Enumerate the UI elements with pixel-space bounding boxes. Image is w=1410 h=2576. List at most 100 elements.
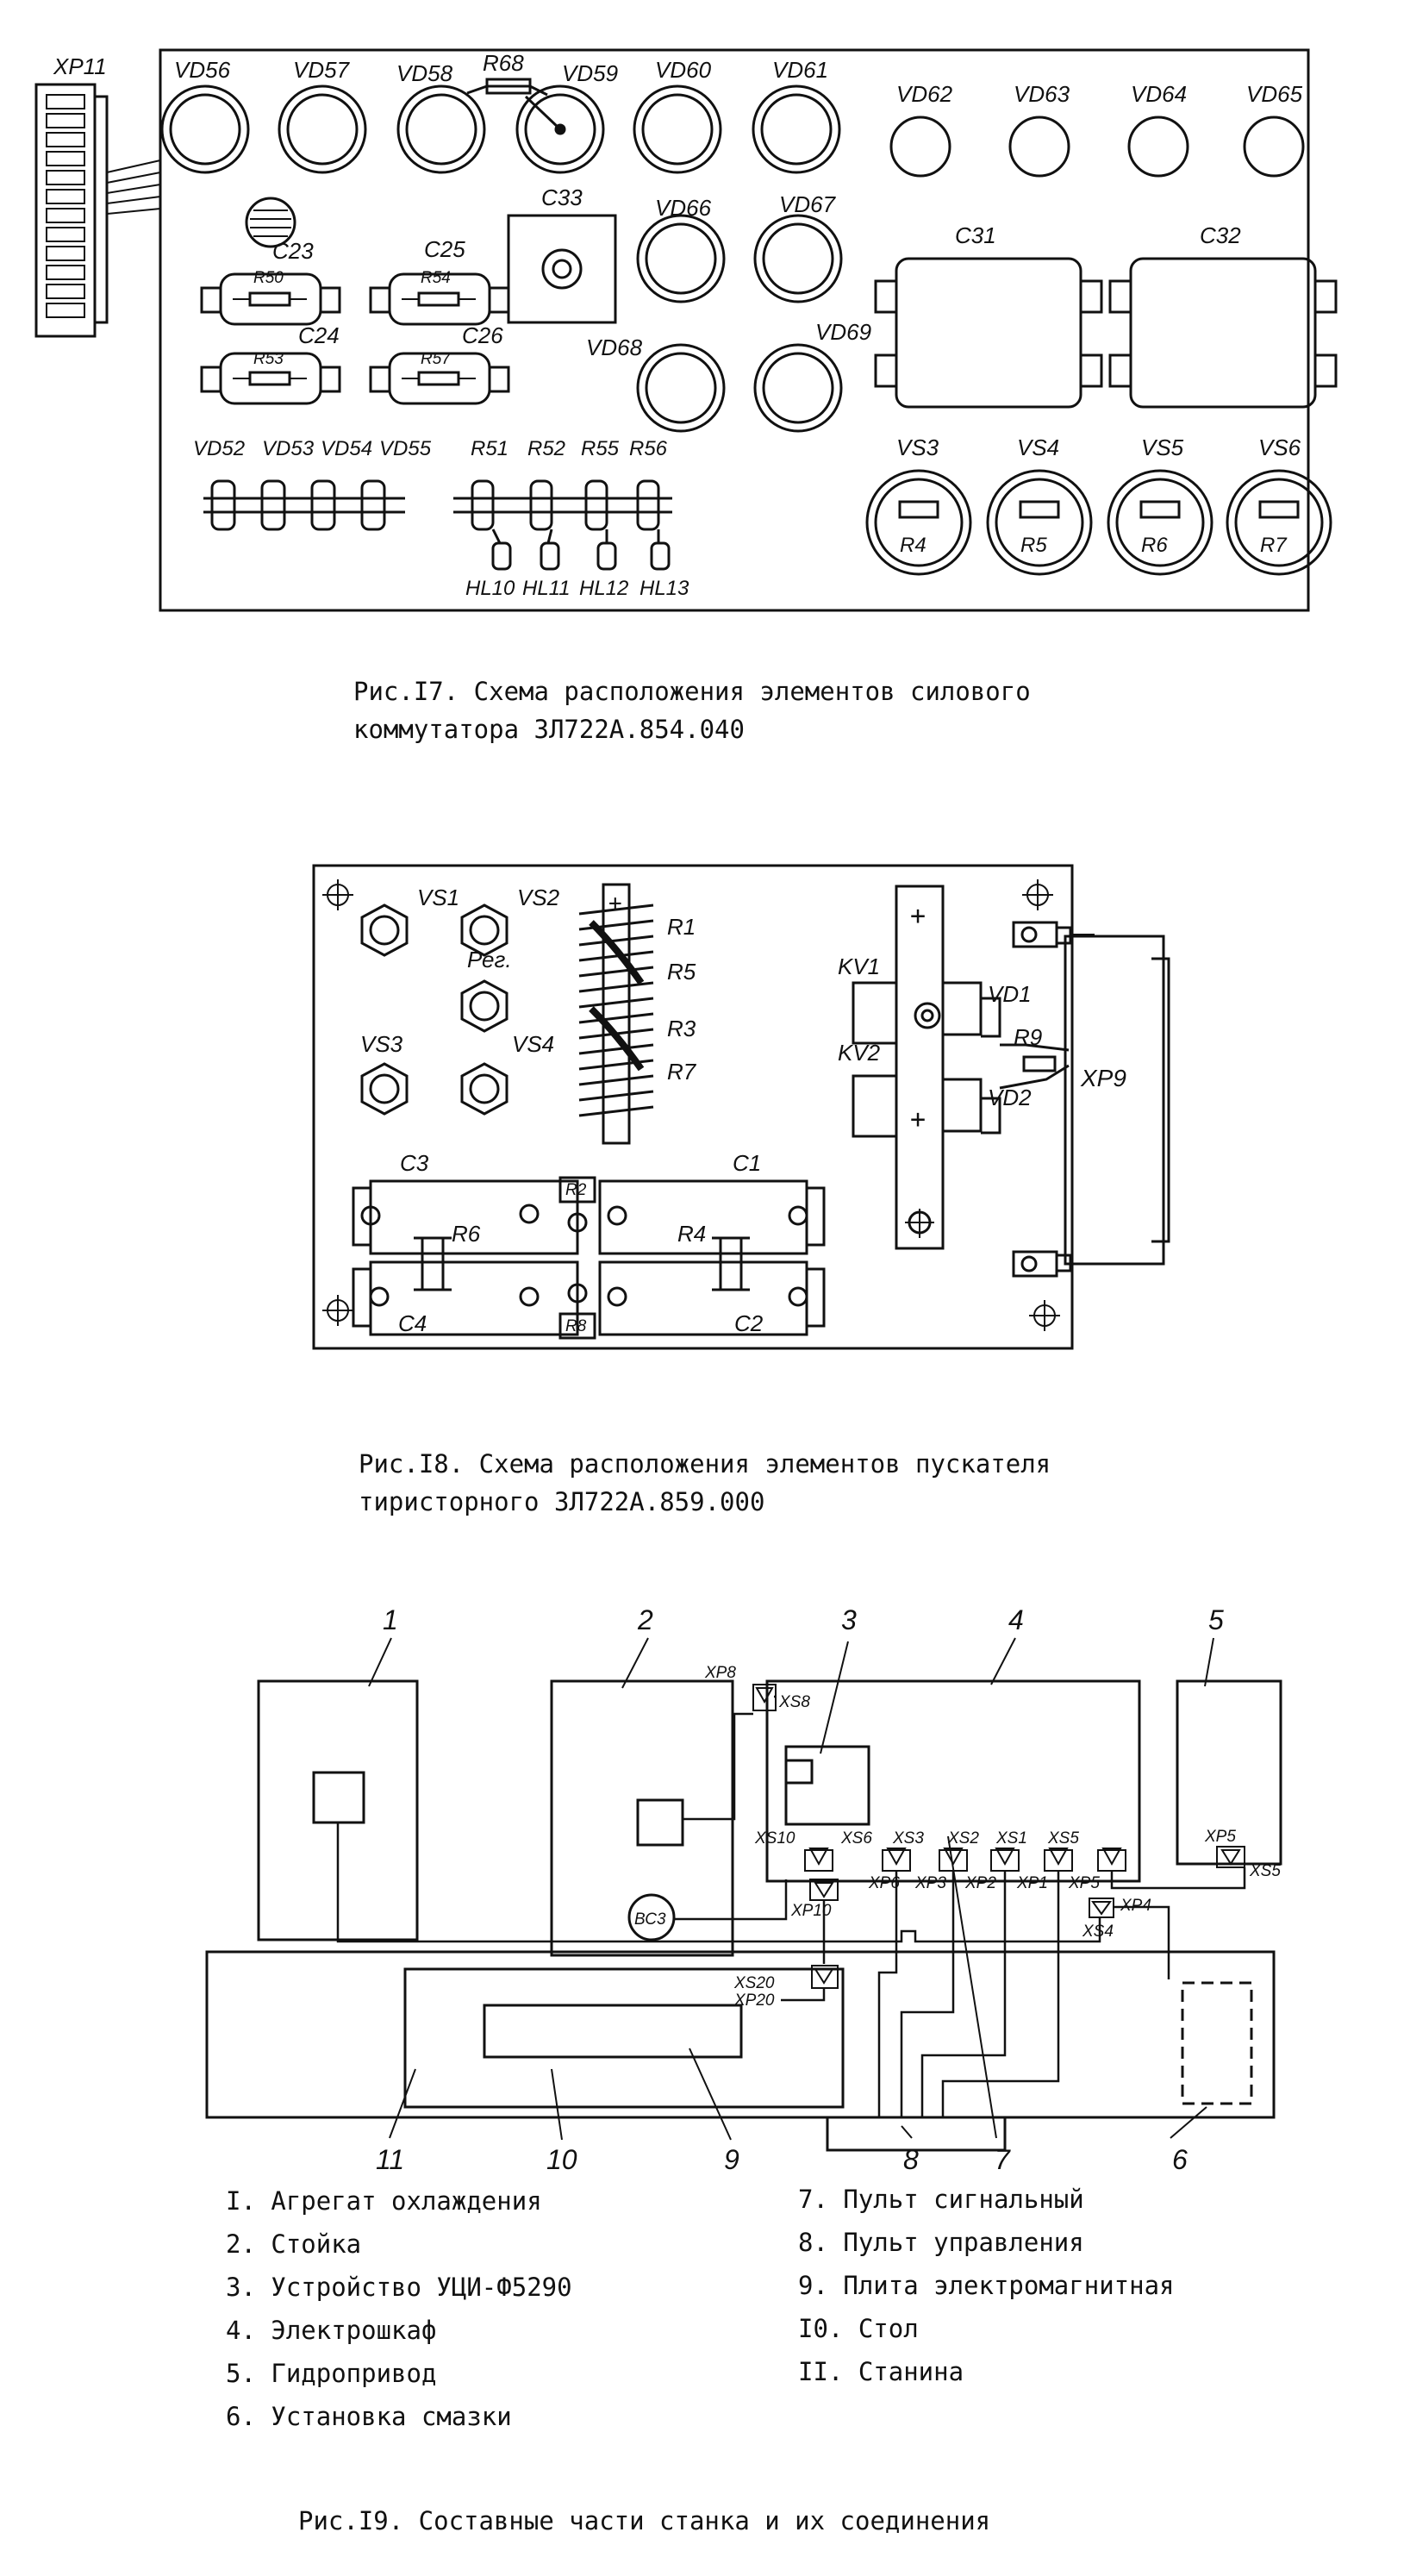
plus-relay-sign-2: + <box>910 1104 926 1135</box>
vs3b-label: VS3 <box>360 1031 403 1057</box>
hl13-label: HL13 <box>639 577 689 600</box>
fig19-caption: Рис.I9. Составные части станка и их соед… <box>298 2506 991 2535</box>
r68-component <box>466 78 548 97</box>
legend-item-5: 5. Гидропривод <box>226 2359 437 2388</box>
vd66-component <box>636 214 726 303</box>
bc3-sensor <box>627 1893 676 1941</box>
r4-label: R4 <box>900 534 926 557</box>
num-6: 6 <box>1172 2144 1188 2175</box>
vs1-component <box>360 903 409 957</box>
hl11-label: HL11 <box>522 577 571 600</box>
r56-label: R56 <box>629 437 668 460</box>
block-9-plate <box>483 2004 743 2059</box>
xp9-label: XP9 <box>1080 1065 1126 1091</box>
plus-relay-sign-1: + <box>910 901 926 931</box>
fig17-caption-line1: Рис.I7. Схема расположения элементов сил… <box>353 677 1031 706</box>
vd61-component <box>752 84 841 174</box>
block-5-hydraulic <box>1176 1679 1282 1866</box>
xs1-label: XS1 <box>995 1829 1027 1848</box>
xp5b-label: XP5 <box>1204 1828 1236 1846</box>
block-3-inner <box>784 1759 814 1785</box>
legend-item-8: 8. Пульт управления <box>798 2228 1084 2257</box>
vd60-component <box>633 84 722 174</box>
xp10-label: XP10 <box>790 1902 832 1920</box>
fig18-board <box>312 864 1074 1350</box>
vd55-label: VD55 <box>379 437 432 460</box>
block-11-bed <box>205 1950 1276 2119</box>
vd2b-label: VD2 <box>988 1085 1032 1110</box>
vd58-component <box>396 84 486 174</box>
num-2: 2 <box>637 1604 653 1635</box>
r8b-label: R8 <box>565 1317 587 1335</box>
fig17-board <box>159 48 1310 612</box>
vd59-component <box>515 84 605 174</box>
c3-block <box>352 1179 579 1255</box>
num-4: 4 <box>1008 1604 1024 1635</box>
c1-block <box>598 1179 826 1255</box>
c2b-label: C2 <box>734 1310 764 1336</box>
r6-label: R6 <box>1141 534 1168 557</box>
block-10-table <box>403 1967 845 2109</box>
legend-item-9: 9. Плита электромагнитная <box>798 2271 1175 2300</box>
c31-label: C31 <box>955 222 996 248</box>
fig17-diagram: XP11 R68 VD56 VD57 VD58 VD59 VD60 VD61 V… <box>34 48 1338 612</box>
num-1: 1 <box>383 1604 398 1635</box>
fig18-caption: Рис.I8. Схема расположения элементов пус… <box>359 1445 1051 1521</box>
fig19-leaders <box>368 1637 1214 2141</box>
vd64-label: VD64 <box>1131 81 1187 107</box>
legend-item-2: 2. Стойка <box>226 2229 362 2259</box>
block-8-panel <box>826 2116 1007 2152</box>
vd68-label: VD68 <box>586 335 643 360</box>
fig19-wiring <box>336 1695 1246 2117</box>
vd53-label: VD53 <box>262 437 315 460</box>
vd56-label: VD56 <box>174 57 231 83</box>
fig18-caption-line1: Рис.I8. Схема расположения элементов пус… <box>359 1449 1051 1479</box>
vd61-label: VD61 <box>772 57 828 83</box>
xp6-label: XP6 <box>868 1874 900 1892</box>
vd59-label: VD59 <box>562 60 618 86</box>
xs5a-label: XS5 <box>1047 1829 1079 1848</box>
vd68-component <box>636 343 726 433</box>
num-5: 5 <box>1208 1604 1224 1635</box>
r5b-label: R5 <box>667 959 696 985</box>
vd63-component <box>1008 116 1070 178</box>
vd67-label: VD67 <box>779 191 837 217</box>
num-8: 8 <box>903 2144 919 2175</box>
block-1-inner <box>312 1771 365 1824</box>
bc3-label: ВС3 <box>634 1910 666 1929</box>
vd62-component <box>889 116 951 178</box>
vd52-vd55-chain <box>203 479 405 531</box>
r68-label: R68 <box>483 50 524 76</box>
r7-label: R7 <box>1260 534 1288 557</box>
reg-label: Рег. <box>467 947 512 972</box>
legend-item-7: 7. Пульт сигнальный <box>798 2185 1084 2214</box>
vd65-component <box>1243 116 1305 178</box>
xs2-label: XS2 <box>947 1829 979 1848</box>
xs10-label: XS10 <box>754 1829 795 1848</box>
vd69-label: VD69 <box>815 319 871 345</box>
legend-right: 7. Пульт сигнальный 8. Пульт управления … <box>798 2178 1175 2393</box>
fig17-caption: Рис.I7. Схема расположения элементов сил… <box>353 672 1031 748</box>
r55-label: R55 <box>581 437 620 460</box>
vd64-component <box>1127 116 1189 178</box>
vs4-label: VS4 <box>1017 435 1059 460</box>
r1b-label: R1 <box>667 914 696 940</box>
c3b-label: C3 <box>400 1150 429 1176</box>
block-2-inner <box>636 1798 684 1847</box>
vd57-component <box>278 84 367 174</box>
num-7: 7 <box>995 2144 1011 2175</box>
r2b-component <box>558 1176 596 1233</box>
relay-block <box>852 885 1070 1250</box>
vs5-label: VS5 <box>1141 435 1184 460</box>
r57-label: R57 <box>421 350 452 368</box>
r6b-component <box>414 1236 452 1291</box>
r52-label: R52 <box>527 437 565 460</box>
xp11-connector <box>34 83 161 338</box>
r54-label: R54 <box>421 269 451 287</box>
vd69-component <box>753 343 843 433</box>
vd54-label: VD54 <box>321 437 372 460</box>
block-4-cabinet <box>765 1679 1141 1883</box>
r54-component <box>369 272 510 326</box>
vs1b-label: VS1 <box>417 885 459 910</box>
c1b-label: C1 <box>733 1150 761 1176</box>
